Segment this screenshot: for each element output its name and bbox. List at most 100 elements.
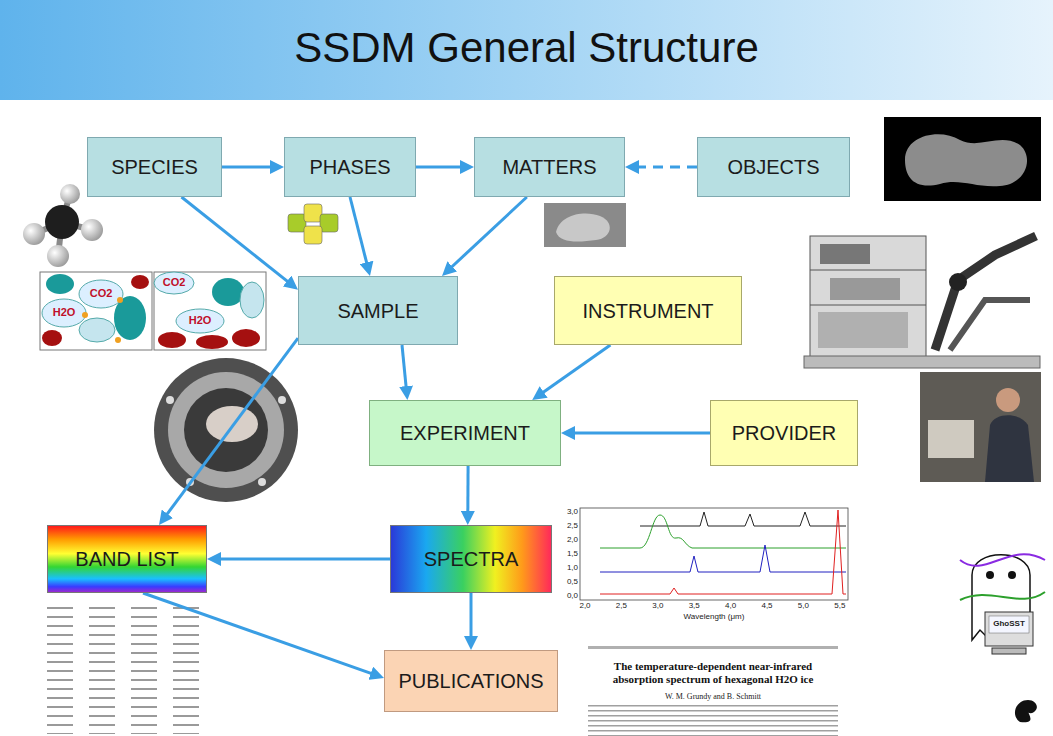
grain [42,330,62,346]
illustration-label: 3,0 [561,507,578,516]
illustration-label: 2,0 [561,535,578,544]
entity-box: SAMPLE [298,276,458,345]
grain-photo [544,203,626,247]
illustration-label: H2O [182,314,218,327]
illustration-label: 1,0 [561,563,578,572]
small-logo [1015,700,1037,722]
title-bar [0,0,1053,100]
diagram-title: SSDM General Structure [294,24,759,72]
grain [158,332,186,348]
plot-ground [560,503,853,624]
asteroid-photo [884,117,1041,201]
illustration-label: 2,5 [561,521,578,530]
entity-box: INSTRUMENT [554,276,742,345]
illustration-label: GhoSST [989,619,1029,628]
joint [949,273,967,291]
ghost-eye [986,571,994,579]
entity-box: MATTERS [474,137,625,197]
illustration-label: 2,0 [573,601,597,610]
journal-line [588,646,838,649]
shelf [810,270,926,271]
photo-ground [884,117,1041,201]
illustration-label: 1,5 [561,549,578,558]
band-table-sketch [45,604,213,734]
grain [42,299,86,327]
box-label: SAMPLE [337,299,418,323]
grain [154,272,194,294]
flow-arrow [632,166,697,169]
spectrum-curve [600,545,846,572]
ghost-eye [1008,571,1016,579]
hydrogen-atom [23,223,45,245]
logo-curve [960,554,1045,566]
holder-ring [154,358,298,502]
sketch-frame [154,272,266,350]
device [830,278,900,300]
logo-curve [960,592,1045,600]
grain [176,309,224,333]
flow-arrow [470,593,473,643]
sample-disk [206,406,258,442]
spectrum-curve [600,510,846,594]
keyboard [992,648,1026,654]
spectrum-curve [600,515,846,548]
flow-arrow [222,166,277,169]
entity-box: BAND LIST [47,525,207,593]
flow-arrow [538,345,610,396]
illustration-label: H2O [46,306,82,319]
box-label: PROVIDER [732,421,836,445]
entity-box: SPECIES [87,137,222,197]
person [985,415,1034,482]
sketch-frame [40,272,152,350]
shelf [810,305,926,306]
illustration-label: 0,0 [561,591,578,600]
screw [166,396,174,404]
illustration-label: W. M. Grundy and B. Schmitt [588,692,838,701]
grain [196,335,228,349]
asteroid [905,134,1027,186]
illustration-label: The temperature-dependent near-infrared … [588,660,838,685]
screw [278,396,286,404]
flow-arrow [416,166,467,169]
sample-holder-photo [154,358,298,502]
dot [115,337,121,343]
illustration-label: 4,5 [755,601,779,610]
illustration-label: 4,0 [719,601,743,610]
holder-window [184,388,268,472]
box-label: SPECIES [111,155,198,179]
illustration-label: 5,5 [828,601,852,610]
entity-box: EXPERIMENT [369,400,561,466]
instrument-photo [804,236,1040,368]
box-label: INSTRUMENT [582,299,713,323]
plot-frame [580,508,848,600]
flow-arrow [163,338,298,519]
box-label: MATTERS [502,155,596,179]
grain [232,329,260,347]
illustration-label: 2,5 [609,601,633,610]
grain [131,275,149,289]
grain [79,280,123,308]
dot [82,312,88,318]
illustration-label: 0,5 [561,577,578,586]
flow-arrow [402,345,407,393]
entity-box: PROVIDER [710,400,858,466]
entity-box: PUBLICATIONS [384,650,558,712]
dot [117,297,123,303]
entity-box: OBJECTS [697,137,850,197]
box-label: SPECTRA [424,547,518,571]
device [818,312,908,348]
flow-arrow [447,197,527,271]
computer [985,612,1033,646]
photo-ground [920,372,1041,482]
spectra-plot [560,503,853,624]
monitor [928,420,974,458]
head [996,388,1020,412]
flow-arrow [143,593,377,676]
holder-face [168,372,284,488]
illustration-label: Wavelength (μm) [654,612,774,621]
matter-grain-image [544,203,626,247]
lattice-cube [304,226,322,244]
spectrum-curve [640,512,846,526]
